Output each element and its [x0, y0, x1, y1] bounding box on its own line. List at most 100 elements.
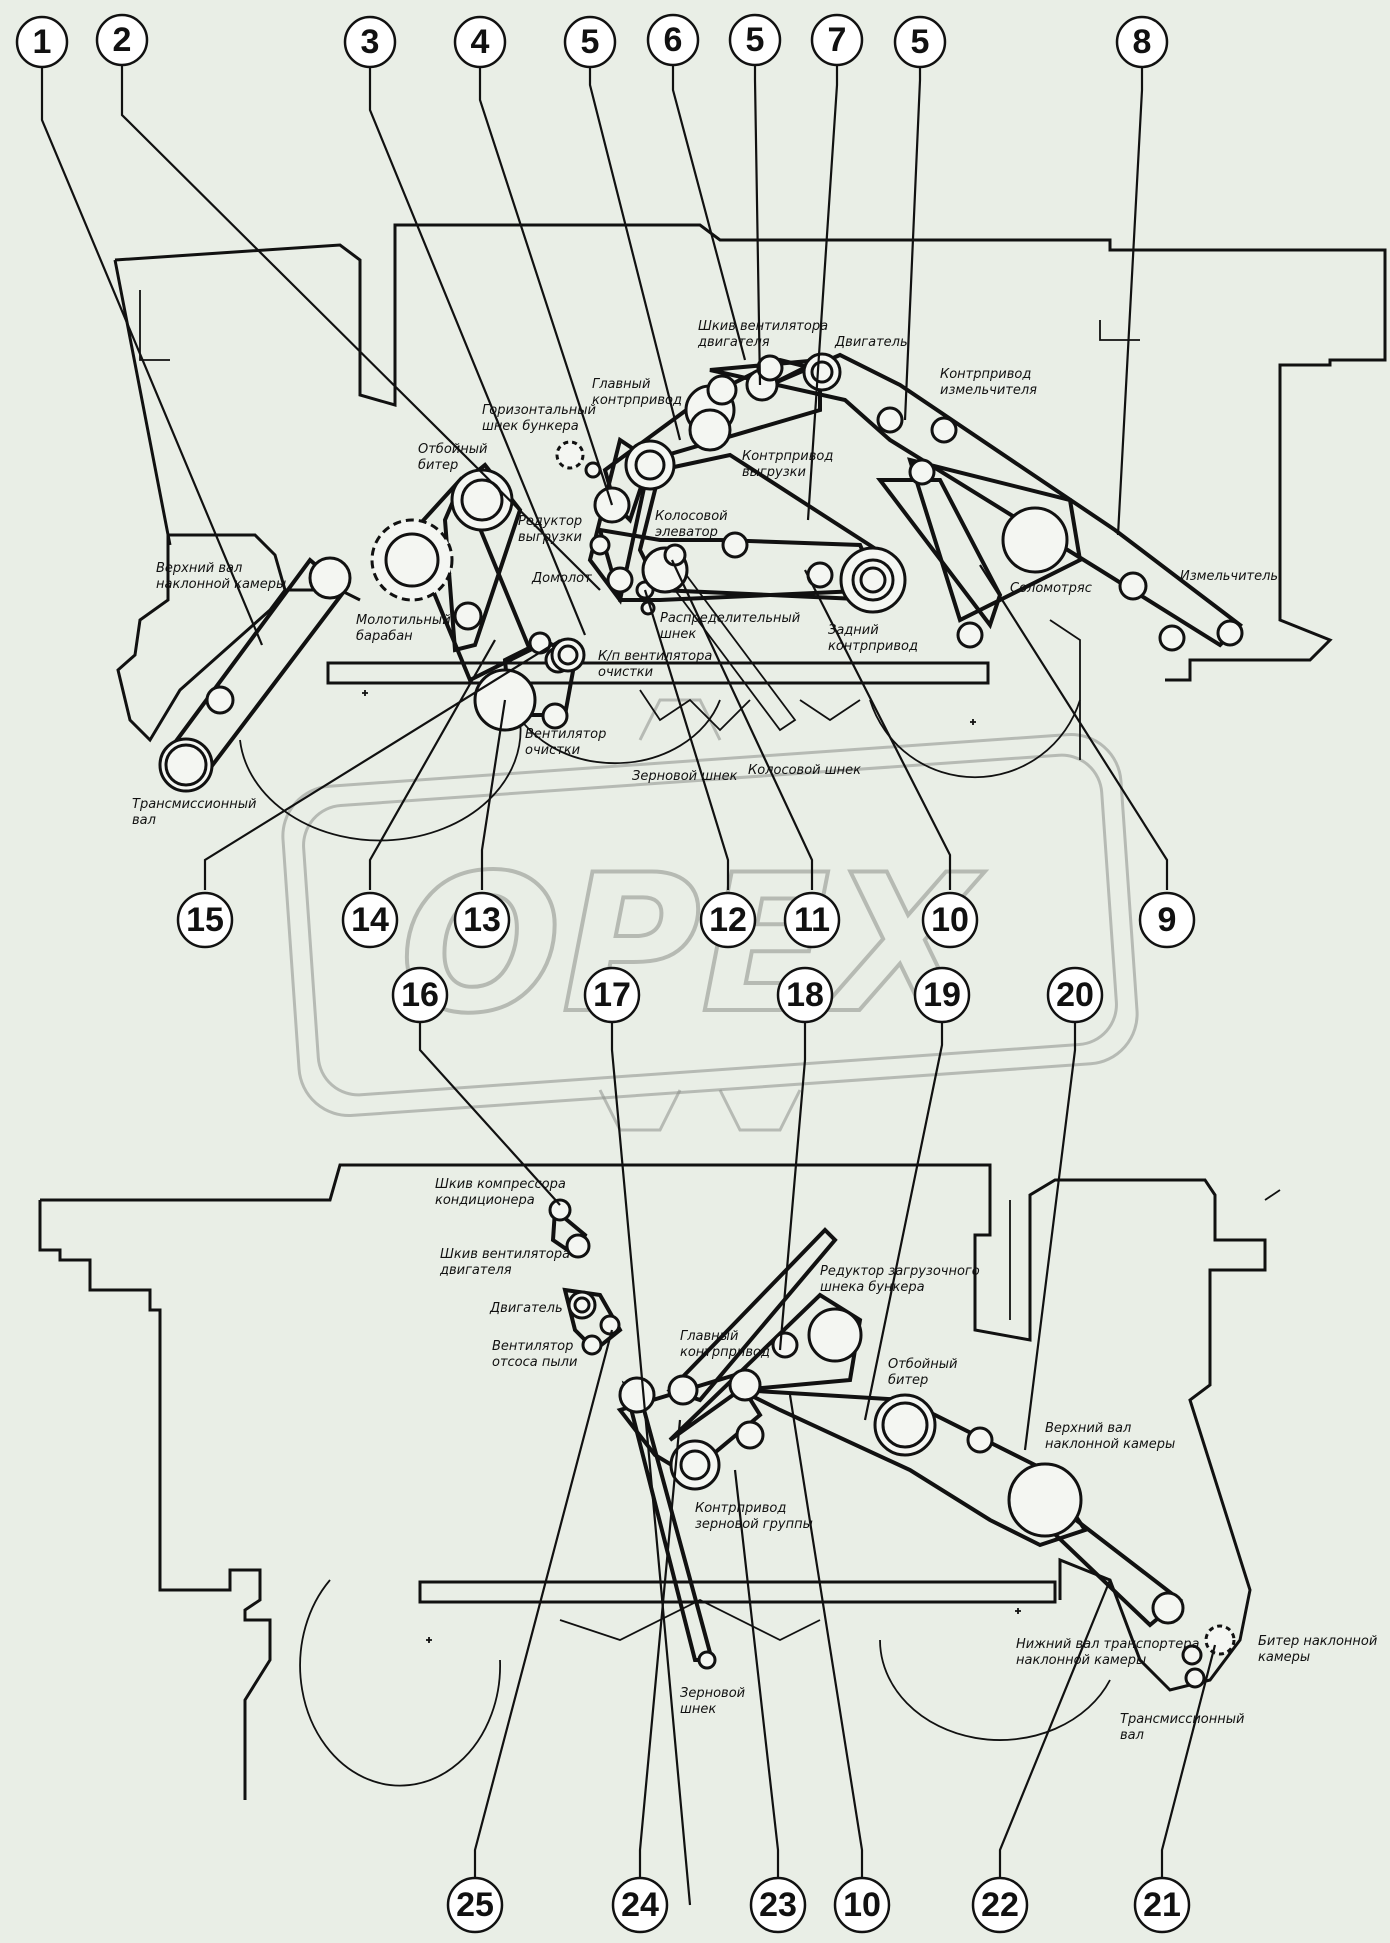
- callout-23: 23: [749, 1876, 807, 1934]
- top-body-outline: [114, 223, 1387, 682]
- svg-text:23: 23: [759, 1886, 797, 1924]
- top-belt-engine: [709, 352, 1244, 648]
- svg-text:19: 19: [923, 976, 961, 1014]
- callout-15: 15: [176, 891, 234, 949]
- svg-text:5: 5: [911, 23, 930, 61]
- svg-text:6: 6: [664, 21, 683, 59]
- top-belt-drum: [407, 476, 533, 683]
- callout-16: 16: [391, 966, 449, 1024]
- leader-lines: [40, 60, 1217, 1906]
- callout-4: 4: [453, 15, 507, 69]
- callout-17: 17: [583, 966, 641, 1024]
- callout-8: 8: [1115, 15, 1169, 69]
- svg-text:7: 7: [828, 21, 847, 59]
- watermark: OPEX: [281, 698, 1139, 1132]
- bottom-body-outline: [40, 1163, 1267, 1692]
- svg-text:12: 12: [709, 901, 747, 939]
- svg-text:2: 2: [113, 21, 132, 59]
- callouts: 1 2 3 4 5 6 5 7 5 8 15 14 13 12 11 10 9 …: [15, 13, 1196, 1934]
- callout-12: 12: [699, 891, 757, 949]
- svg-text:5: 5: [581, 23, 600, 61]
- bottom-belt-beater: [739, 1388, 1089, 1548]
- callout-5a: 5: [563, 15, 617, 69]
- label-engine: Двигатель: [834, 335, 908, 350]
- callout-1: 1: [15, 15, 69, 69]
- svg-text:10: 10: [843, 1886, 881, 1924]
- callout-18: 18: [776, 966, 834, 1024]
- svg-text:13: 13: [463, 901, 501, 939]
- bottom-belt-engine: [562, 1287, 623, 1353]
- label-chopper: Измельчитель: [1180, 569, 1278, 584]
- callout-5b: 5: [728, 13, 782, 67]
- svg-text:24: 24: [621, 1886, 659, 1924]
- label-straw-walker: Соломотряс: [1010, 581, 1092, 596]
- svg-text:25: 25: [456, 1886, 494, 1924]
- callout-20: 20: [1046, 966, 1104, 1024]
- callout-9: 9: [1138, 891, 1196, 949]
- watermark-text: OPEX: [400, 834, 986, 1055]
- svg-text:15: 15: [186, 901, 224, 939]
- top-pulleys: [158, 352, 1244, 793]
- callout-13: 13: [453, 891, 511, 949]
- callout-3: 3: [343, 15, 397, 69]
- callout-14: 14: [341, 891, 399, 949]
- svg-text:10: 10: [931, 901, 969, 939]
- svg-text:9: 9: [1158, 901, 1177, 939]
- callout-22: 22: [971, 1876, 1029, 1934]
- svg-text:21: 21: [1143, 1886, 1181, 1924]
- bottom-pulleys: [548, 1198, 1236, 1689]
- svg-text:20: 20: [1056, 976, 1094, 1014]
- label-engine-bottom: Двигатель: [489, 1301, 563, 1316]
- label-grain-auger: Зерновой шнек: [632, 769, 738, 784]
- callout-24: 24: [611, 1876, 669, 1934]
- svg-text:4: 4: [471, 23, 490, 61]
- callout-2: 2: [95, 13, 149, 67]
- callout-6: 6: [646, 13, 700, 67]
- callout-11: 11: [783, 891, 841, 949]
- callout-5c: 5: [893, 15, 947, 69]
- bottom-left-body: [38, 1200, 272, 1800]
- top-feeder-body: [113, 259, 361, 602]
- svg-text:8: 8: [1133, 23, 1152, 61]
- svg-text:18: 18: [786, 976, 824, 1014]
- top-cleaning-shoe: [326, 661, 990, 685]
- top-belt-beater: [442, 462, 523, 653]
- svg-text:17: 17: [593, 976, 631, 1014]
- svg-text:11: 11: [794, 901, 830, 939]
- svg-text:3: 3: [361, 23, 380, 61]
- bottom-cleaning-shoe: [418, 1580, 1057, 1604]
- svg-text:16: 16: [401, 976, 439, 1014]
- callout-21: 21: [1133, 1876, 1191, 1934]
- svg-text:22: 22: [981, 1886, 1019, 1924]
- callout-10a: 10: [921, 891, 979, 949]
- top-feeder-house: [116, 533, 287, 743]
- callout-19: 19: [913, 966, 971, 1024]
- label-tailings-auger: Колосовой шнек: [748, 763, 861, 778]
